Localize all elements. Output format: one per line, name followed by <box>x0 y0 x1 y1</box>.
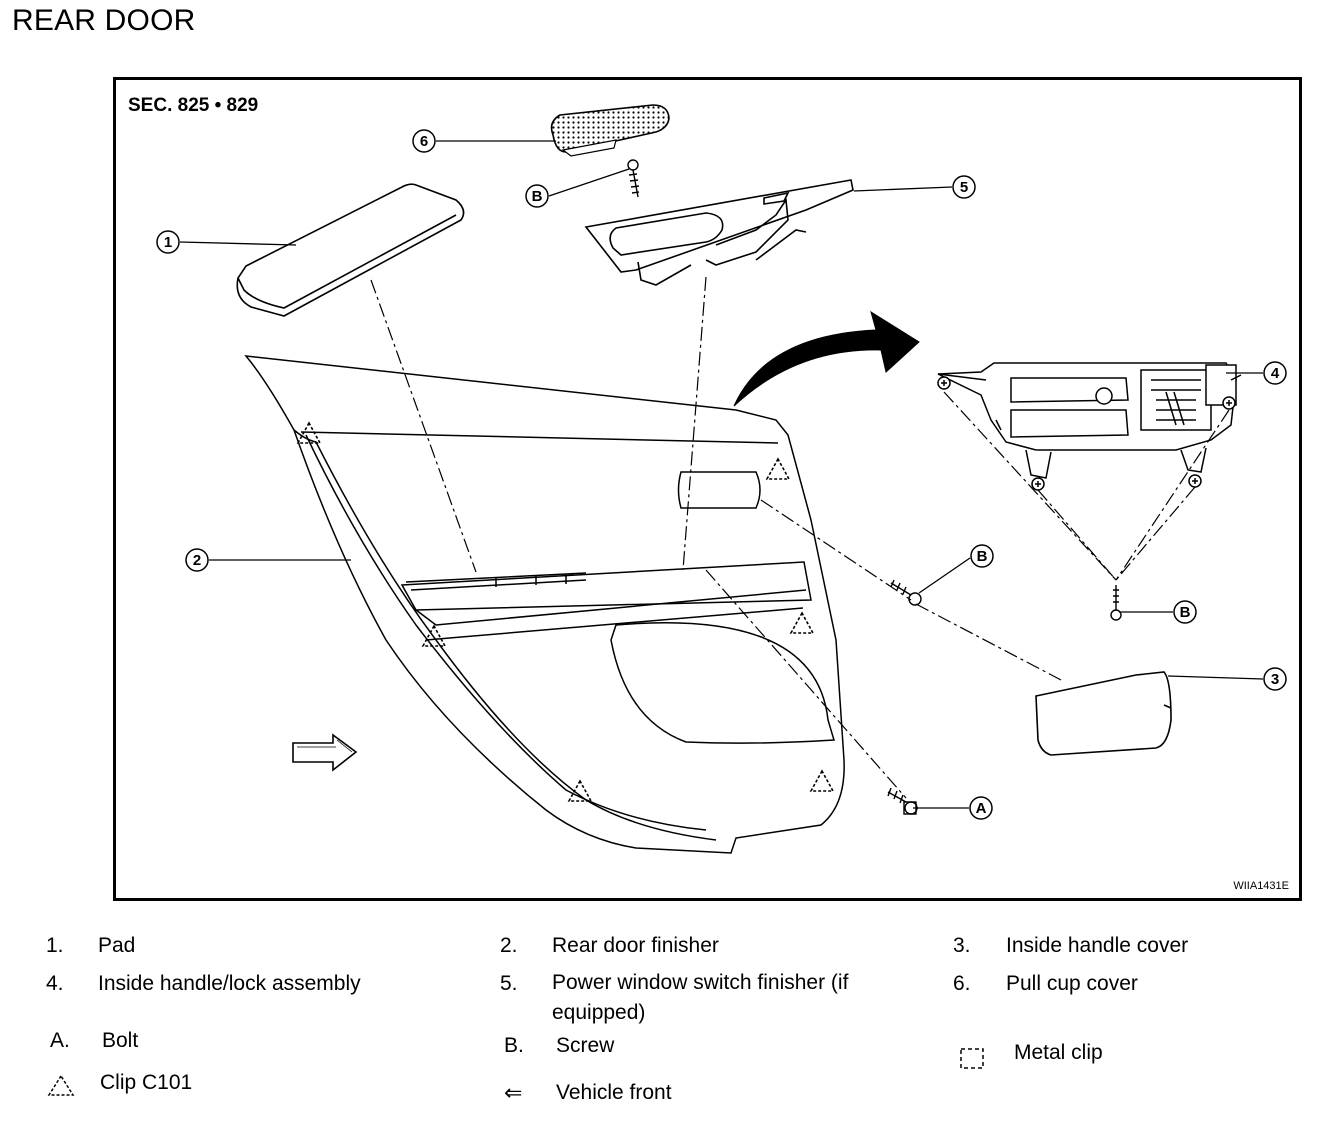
legend-label-clip-c101: Clip C101 <box>100 1071 193 1094</box>
legend-label-inside-handle-lock: Inside handle/lock assembly <box>98 972 361 995</box>
svg-text:1: 1 <box>164 234 172 251</box>
clip-triangle-icon <box>47 1074 75 1096</box>
legend-num-3: 3. <box>953 934 971 957</box>
svg-text:B: B <box>977 548 988 565</box>
legend-label-power-window-switch-finisher: Power window switch finisher (if equippe… <box>552 971 849 1024</box>
legend-num-6: 6. <box>953 972 971 995</box>
legend-label-pad: Pad <box>98 934 136 957</box>
section-label: SEC. 825 • 829 <box>128 95 259 116</box>
svg-text:2: 2 <box>193 552 201 569</box>
legend-num-1: 1. <box>46 934 64 957</box>
pad <box>236 183 465 317</box>
callout-b-lower: B <box>1173 600 1197 624</box>
legend-key-a: A. <box>50 1029 70 1052</box>
legend-key-b: B. <box>504 1034 524 1057</box>
power-window-switch-finisher <box>584 179 854 286</box>
bolt <box>887 787 918 815</box>
page-title: REAR DOOR <box>12 4 196 37</box>
callout-1: 1 <box>156 230 180 254</box>
legend-label-pull-cup-cover: Pull cup cover <box>1006 972 1138 995</box>
vehicle-front-arrow-icon <box>292 733 358 772</box>
vehicle-front-arrow-icon: ⇐ <box>504 1080 523 1105</box>
inside-handle-lock-assembly <box>937 362 1242 491</box>
detail-arrow <box>733 310 920 407</box>
svg-text:4: 4 <box>1271 365 1280 382</box>
legend-num-5: 5. <box>500 972 518 995</box>
screw-lower-right <box>1110 585 1122 621</box>
exploded-diagram: SEC. 825 • 829 WIIA1431E <box>113 77 1302 901</box>
svg-text:A: A <box>976 800 987 817</box>
callout-6: 6 <box>412 129 436 153</box>
legend-label-inside-handle-cover: Inside handle cover <box>1006 934 1189 957</box>
svg-text:B: B <box>1180 604 1191 621</box>
callout-3: 3 <box>1263 667 1287 691</box>
legend-label-vehicle-front: Vehicle front <box>556 1081 672 1104</box>
svg-text:3: 3 <box>1271 671 1279 688</box>
rear-door-finisher <box>244 355 845 854</box>
callout-b-upper: B <box>525 184 549 208</box>
legend-num-4: 4. <box>46 972 64 995</box>
legend-num-2: 2. <box>500 934 518 957</box>
callout-5: 5 <box>952 175 976 199</box>
door-exploded-view: 1 2 6 B 5 4 B B <box>156 104 1287 854</box>
callout-b-middle: B <box>970 544 994 568</box>
svg-text:5: 5 <box>960 179 968 196</box>
callout-2: 2 <box>185 548 209 572</box>
inside-handle-cover <box>1035 671 1172 756</box>
legend-label-screw: Screw <box>556 1034 615 1057</box>
svg-text:6: 6 <box>420 133 428 150</box>
metal-clip-icon <box>960 1048 984 1069</box>
legend-label-metal-clip: Metal clip <box>1014 1041 1103 1064</box>
screw-middle <box>890 579 922 606</box>
pull-cup-cover <box>550 104 670 157</box>
legend-label-bolt: Bolt <box>102 1029 139 1052</box>
callout-a: A <box>969 796 993 820</box>
legend-label-rear-door-finisher: Rear door finisher <box>552 934 719 957</box>
svg-text:B: B <box>532 188 543 205</box>
screw-upper <box>627 159 640 198</box>
figure-code: WIIA1431E <box>1233 880 1289 892</box>
callout-4: 4 <box>1263 361 1287 385</box>
